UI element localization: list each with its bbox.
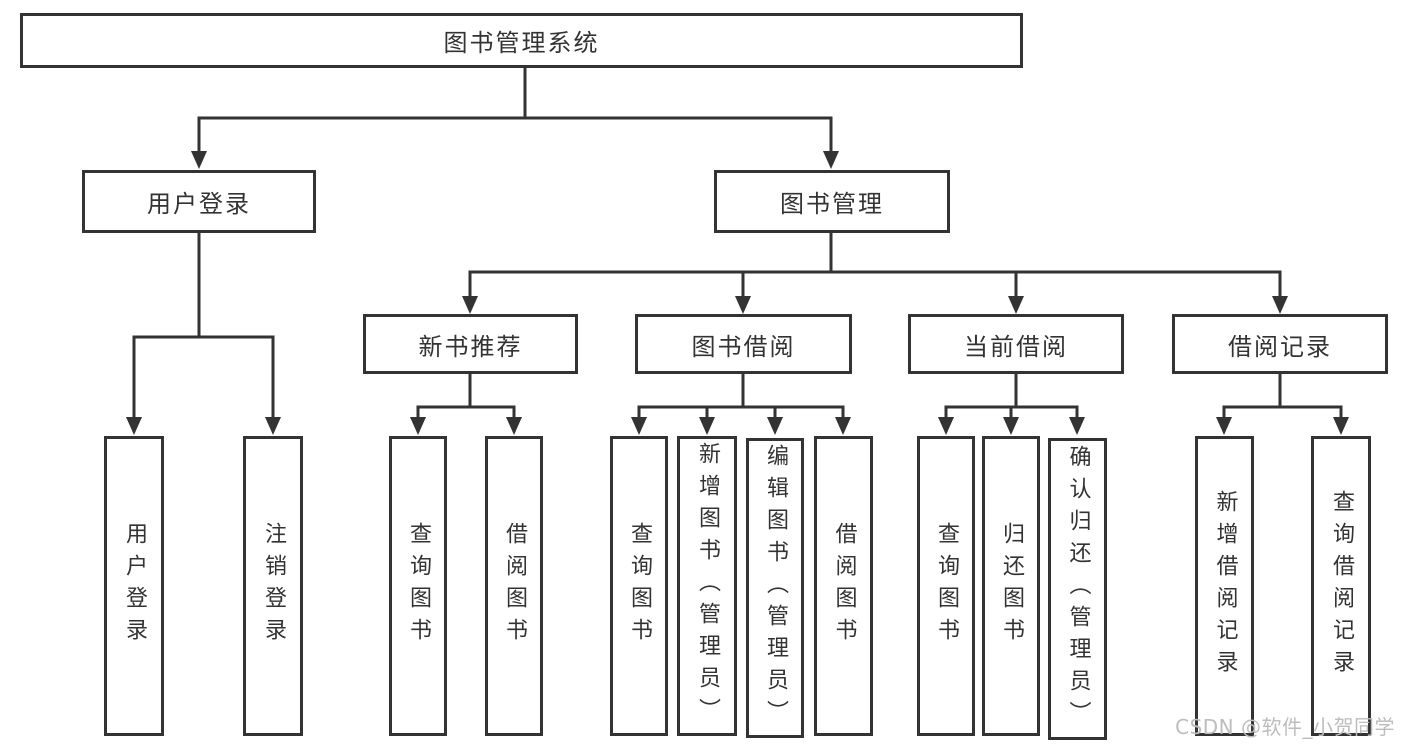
edge-book-borrowing-split [637, 372, 845, 419]
edge-borrowing-records-split [1222, 372, 1343, 419]
leaf-borrow-books-borrowing: 借阅图书 [814, 436, 873, 736]
leaf-user-login: 用户登录 [104, 436, 164, 736]
leaf-logout: 注销登录 [243, 436, 303, 736]
edge-user-login-split [132, 231, 275, 419]
watermark-text: CSDN @软件_小贺同学 [1175, 715, 1395, 739]
leaf-borrow-books-recommend: 借阅图书 [485, 436, 543, 736]
node-user-login: 用户登录 [82, 170, 316, 233]
edge-root-split [197, 66, 833, 153]
node-library-management-system: 图书管理系统 [20, 13, 1023, 68]
node-current-borrowing: 当前借阅 [908, 314, 1124, 374]
leaf-edit-book-admin: 编辑图书（管理员） [746, 438, 804, 738]
node-book-management: 图书管理 [714, 170, 950, 233]
leaf-query-books-borrowing: 查询图书 [610, 436, 668, 736]
node-borrowing-records: 借阅记录 [1172, 314, 1388, 374]
leaf-query-borrow-record: 查询借阅记录 [1311, 436, 1371, 736]
node-book-borrowing: 图书借阅 [635, 314, 852, 374]
leaf-confirm-return-admin: 确认归还（管理员） [1048, 438, 1107, 740]
leaf-query-books-recommend: 查询图书 [389, 436, 447, 736]
edge-book-management-split [468, 231, 1282, 298]
node-new-book-recommendation: 新书推荐 [363, 314, 578, 374]
leaf-add-borrow-record: 新增借阅记录 [1195, 436, 1254, 736]
edge-new-book-split [416, 372, 516, 419]
leaf-query-books-current: 查询图书 [917, 436, 975, 736]
leaf-add-book-admin: 新增图书（管理员） [677, 436, 737, 736]
leaf-return-books: 归还图书 [982, 436, 1040, 736]
edge-current-borrowing-split [944, 372, 1079, 419]
arrowheads [126, 151, 1349, 435]
